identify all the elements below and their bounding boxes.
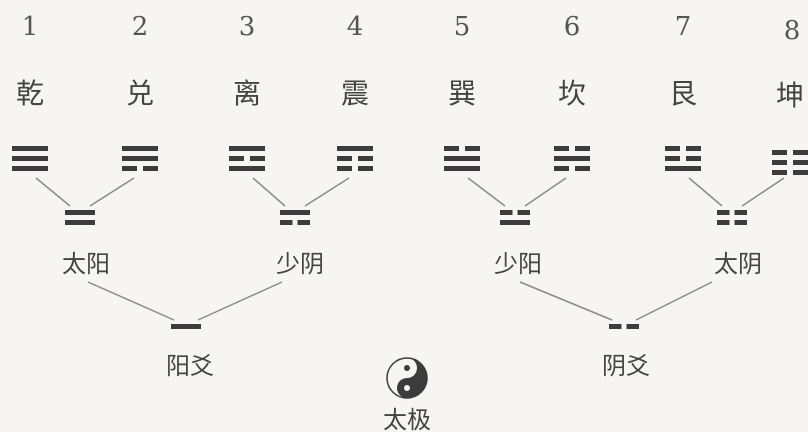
four-image-symbol-4 xyxy=(717,210,747,225)
four-image-label-shaoyang: 少阳 xyxy=(494,250,542,278)
trigram-number-2: 2 xyxy=(131,12,149,42)
connector-shaoyang xyxy=(519,281,613,321)
yin-line-label: 阴爻 xyxy=(602,352,650,380)
trigram-number-5: 5 xyxy=(453,12,471,42)
connector-taiyang xyxy=(87,281,175,321)
trigram-name-qian: 乾 xyxy=(15,77,45,110)
connector-shaoyin xyxy=(197,281,283,321)
trigram-name-kun: 坤 xyxy=(775,79,805,112)
trigram-symbol-5 xyxy=(444,146,480,171)
trigram-symbol-1 xyxy=(12,146,48,171)
trigram-symbol-3 xyxy=(229,146,265,171)
connector-taiyin xyxy=(635,281,713,321)
trigram-name-dui: 兑 xyxy=(125,77,155,110)
connector-trigram-4 xyxy=(304,177,350,207)
four-image-symbol-1 xyxy=(65,210,95,225)
trigram-symbol-8 xyxy=(772,150,808,175)
trigram-name-li: 离 xyxy=(232,77,262,110)
connector-trigram-2 xyxy=(89,177,135,207)
trigram-number-7: 7 xyxy=(674,12,692,42)
trigram-name-gen: 艮 xyxy=(668,77,698,110)
taiji-icon xyxy=(386,357,428,399)
four-image-label-taiyin: 太阴 xyxy=(714,250,762,278)
yin-line-symbol xyxy=(609,324,639,329)
trigram-name-xun: 巽 xyxy=(447,77,477,110)
taiji-label: 太极 xyxy=(383,406,431,432)
connector-trigram-5 xyxy=(467,177,506,207)
trigram-number-6: 6 xyxy=(563,12,581,42)
connector-trigram-6 xyxy=(524,177,567,207)
connector-trigram-8 xyxy=(741,177,785,207)
connector-trigram-7 xyxy=(688,177,723,207)
four-image-symbol-2 xyxy=(280,210,310,225)
four-image-label-taiyang: 太阳 xyxy=(62,250,110,278)
four-image-label-shaoyin: 少阴 xyxy=(276,250,324,278)
four-image-symbol-3 xyxy=(500,210,530,225)
trigram-number-8: 8 xyxy=(783,16,801,46)
trigram-symbol-7 xyxy=(665,146,701,171)
trigram-name-zhen: 震 xyxy=(340,77,370,110)
connector-trigram-1 xyxy=(35,177,71,207)
trigram-symbol-6 xyxy=(554,146,590,171)
connector-trigram-3 xyxy=(252,177,286,207)
trigram-number-1: 1 xyxy=(21,12,39,42)
trigram-number-3: 3 xyxy=(238,12,256,42)
trigram-number-4: 4 xyxy=(346,12,364,42)
yang-line-label: 阳爻 xyxy=(166,352,214,380)
trigram-symbol-2 xyxy=(122,146,158,171)
trigram-name-kan: 坎 xyxy=(557,77,587,110)
trigram-symbol-4 xyxy=(337,146,373,171)
yang-line-symbol xyxy=(171,324,201,329)
